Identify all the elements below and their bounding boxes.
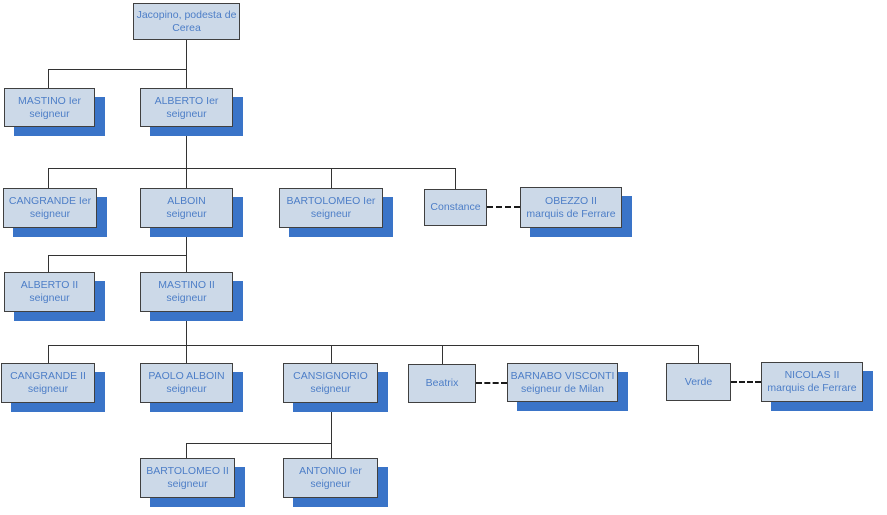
marriage-dash-line: [731, 381, 761, 383]
connector-line: [186, 345, 187, 363]
node-subtitle: seigneur: [29, 292, 70, 304]
connector-line: [698, 345, 699, 363]
node-title: BARTOLOMEO Ier: [286, 195, 376, 207]
node-bartolomeo-ii[interactable]: BARTOLOMEO II seigneur: [140, 458, 235, 498]
node-alboin[interactable]: ALBOIN seigneur: [140, 188, 233, 228]
connector-line: [48, 69, 49, 88]
node-subtitle: seigneur: [310, 478, 351, 490]
connector-line: [331, 403, 332, 443]
node-title: CANGRANDE Ier: [8, 195, 92, 207]
node-subtitle: seigneur: [166, 208, 207, 220]
connector-line: [48, 255, 49, 272]
connector-line: [48, 69, 187, 70]
node-subtitle: seigneur: [29, 107, 70, 120]
node-subtitle: Cerea: [172, 21, 201, 34]
node-title: NICOLAS II: [784, 369, 840, 381]
connector-line: [331, 443, 332, 458]
node-subtitle: seigneur: [29, 208, 71, 220]
connector-line: [186, 443, 187, 458]
node-jacopino[interactable]: Jacopino, podesta de Cerea: [133, 3, 240, 40]
node-title: MASTINO Ier: [17, 94, 81, 107]
connector-line: [48, 345, 699, 346]
node-obezzo-ii[interactable]: OBEZZO II marquis de Ferrare: [520, 187, 622, 228]
node-title: BARTOLOMEO II: [146, 465, 229, 477]
node-constance[interactable]: Constance: [424, 189, 487, 226]
connector-line: [331, 168, 332, 188]
connector-line: [48, 345, 49, 363]
node-antonio-i[interactable]: ANTONIO Ier seigneur: [283, 458, 378, 498]
node-subtitle: seigneur: [166, 292, 207, 304]
node-subtitle: marquis de Ferrare: [767, 382, 857, 394]
node-bartolomeo-i[interactable]: BARTOLOMEO Ier seigneur: [279, 188, 383, 228]
node-cangrande-ii[interactable]: CANGRANDE II seigneur: [1, 363, 95, 403]
node-subtitle: seigneur: [310, 208, 352, 220]
connector-line: [186, 69, 187, 88]
node-subtitle: seigneur: [167, 478, 208, 490]
node-title: PAOLO ALBOIN: [148, 370, 225, 382]
node-mastino-i[interactable]: MASTINO Ier seigneur: [4, 88, 95, 127]
node-title: ALBERTO II: [20, 279, 79, 291]
marriage-dash-line: [476, 382, 507, 384]
connector-line: [186, 228, 187, 255]
node-paolo-alboin[interactable]: PAOLO ALBOIN seigneur: [140, 363, 233, 403]
node-subtitle: seigneur: [166, 107, 207, 120]
node-title: Beatrix: [425, 377, 459, 389]
node-alberto-ii[interactable]: ALBERTO II seigneur: [4, 272, 95, 312]
connector-line: [48, 255, 187, 256]
node-cangrande-i[interactable]: CANGRANDE Ier seigneur: [3, 188, 97, 228]
node-beatrix[interactable]: Beatrix: [408, 364, 476, 403]
node-barnabo-visconti[interactable]: BARNABO VISCONTI seigneur de Milan: [507, 363, 618, 402]
connector-line: [455, 168, 456, 189]
connector-line: [186, 127, 187, 168]
node-cansignorio[interactable]: CANSIGNORIO seigneur: [283, 363, 378, 403]
node-title: Jacopino, podesta de: [136, 8, 237, 21]
node-verde[interactable]: Verde: [666, 363, 731, 401]
connector-line: [186, 312, 187, 345]
node-title: MASTINO II: [158, 279, 215, 291]
node-subtitle: seigneur: [310, 383, 351, 395]
connector-line: [186, 168, 187, 188]
node-nicolas-ii[interactable]: NICOLAS II marquis de Ferrare: [761, 362, 863, 402]
connector-line: [48, 168, 456, 169]
node-subtitle: seigneur de Milan: [521, 382, 604, 395]
node-subtitle: marquis de Ferrare: [526, 207, 616, 220]
node-title: ALBOIN: [167, 195, 206, 207]
node-subtitle: seigneur: [166, 383, 207, 395]
connector-line: [186, 40, 187, 69]
node-title: CANSIGNORIO: [293, 370, 368, 382]
node-alberto-i[interactable]: ALBERTO Ier seigneur: [140, 88, 233, 127]
node-title: CANGRANDE II: [10, 370, 86, 382]
node-title: ALBERTO Ier: [154, 94, 219, 107]
node-subtitle: seigneur: [27, 383, 69, 395]
node-title: OBEZZO II: [545, 194, 597, 207]
connector-line: [186, 255, 187, 272]
node-title: BARNABO VISCONTI: [510, 369, 615, 382]
node-title: ANTONIO Ier: [299, 465, 362, 477]
node-title: Verde: [684, 375, 713, 388]
node-title: Constance: [430, 201, 481, 213]
connector-line: [48, 168, 49, 188]
marriage-dash-line: [487, 206, 520, 208]
connector-line: [442, 345, 443, 364]
node-mastino-ii[interactable]: MASTINO II seigneur: [140, 272, 233, 312]
connector-line: [331, 345, 332, 363]
connector-line: [186, 443, 332, 444]
